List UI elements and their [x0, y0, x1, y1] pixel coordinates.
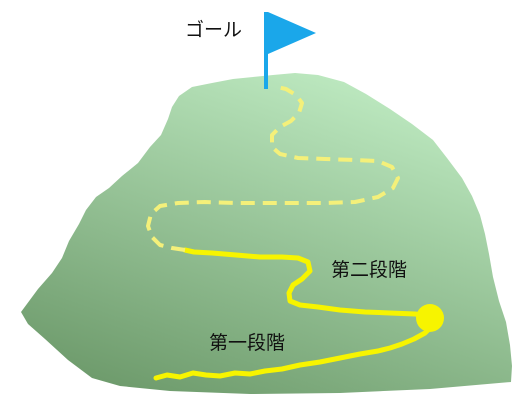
goal-label: ゴール	[185, 19, 243, 41]
flag-pole	[264, 12, 268, 89]
flag	[268, 12, 316, 54]
stage-two-label: 第二段階	[331, 259, 408, 281]
second-stage-path	[182, 247, 435, 319]
dashed-path-to-goal	[146, 84, 400, 252]
current-position-dot	[416, 304, 444, 332]
stage-one-label: 第一段階	[209, 332, 286, 354]
first-stage-path	[153, 322, 436, 381]
